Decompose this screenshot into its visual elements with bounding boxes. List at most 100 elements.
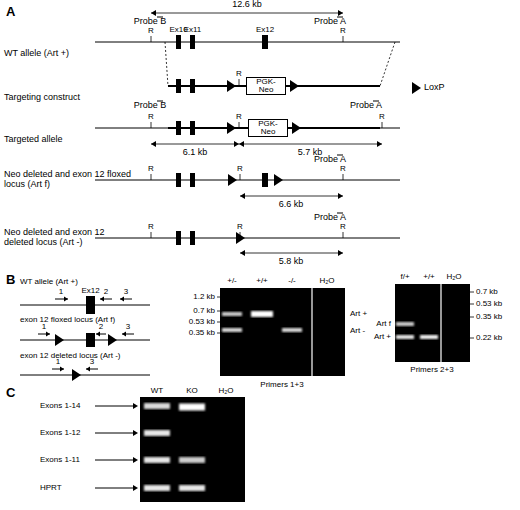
marker-tick (217, 311, 222, 312)
figure-label: 2 (104, 288, 108, 297)
figure-label: 0.35 kb (189, 329, 215, 338)
marker-tick (217, 322, 222, 323)
figure-label: HPRT (40, 484, 62, 493)
ecori-site-tick (151, 174, 152, 180)
arrow-head (96, 332, 100, 337)
arrow-head (234, 141, 239, 147)
arrow-head (151, 141, 156, 147)
cassette-label: PGK- Neo (254, 78, 278, 94)
figure-label: Art f (376, 320, 391, 329)
gel-band (251, 311, 273, 317)
loxp-triangle (227, 80, 236, 92)
arrow-head (86, 367, 90, 372)
ecori-site-tick (343, 36, 344, 42)
rt-pcr-gel (140, 397, 245, 502)
arrow-head (122, 332, 126, 337)
figure-label: KO (186, 387, 198, 396)
figure-label: +/+ (423, 273, 435, 282)
figure-label: Art + (350, 310, 367, 319)
figure-label: -/- (288, 277, 296, 286)
figure-label: +/- (227, 277, 237, 286)
figure-label: R (148, 165, 154, 174)
figure-label: Primers 1+3 (260, 381, 303, 390)
marker-tick (469, 317, 474, 318)
gel-band (179, 485, 205, 491)
figure-label: Probe B (134, 17, 167, 27)
figure-label: Neo deleted and exon 12 deleted locus (A… (4, 228, 132, 248)
genomic-line (95, 180, 400, 181)
cassette-label: PGK- Neo (256, 120, 280, 136)
arrow-head (100, 297, 104, 302)
arrow-head (133, 485, 138, 491)
dimension-line (240, 253, 343, 254)
figure-label: 0.7 kb (193, 307, 215, 316)
figure-label: LoxP (424, 83, 445, 93)
figure-label: 6.1 kb (183, 148, 208, 158)
figure-label: R (236, 113, 242, 122)
panel-letter: C (6, 386, 15, 400)
figure-label: +/+ (256, 277, 268, 286)
exon-box (262, 173, 268, 187)
figure-label: 3 (90, 358, 94, 367)
loxp-triangle (228, 174, 237, 186)
gel-band (144, 485, 170, 491)
neo-cassette-box: PGK- Neo (246, 77, 286, 95)
figure-label: WT allele (Art +) (20, 278, 78, 287)
figure-label: 1 (42, 323, 46, 332)
gel-band (222, 328, 242, 332)
exon-box: Ex12 (262, 35, 268, 49)
exon-box (86, 333, 95, 347)
ecori-site-tick (343, 174, 344, 180)
figure-label: Probe A (350, 101, 382, 111)
loxp-triangle (55, 334, 64, 346)
ecori-site-tick (239, 122, 240, 128)
loxp-triangle (274, 174, 283, 186)
gel-band (282, 328, 302, 332)
genomic-line (95, 238, 400, 239)
figure-label: R (236, 70, 242, 79)
figure-label: R (237, 223, 243, 232)
figure-label: H₂O (218, 387, 233, 396)
exon-box (190, 121, 195, 135)
gel-band (179, 457, 205, 463)
exon-label: Ex12 (81, 287, 99, 295)
figure-label: 1 (59, 288, 63, 297)
exon-box (176, 173, 181, 187)
figure-label: R (379, 113, 385, 122)
ecori-site-tick (151, 122, 152, 128)
ecori-site-tick (151, 36, 152, 42)
exon-box (190, 231, 195, 245)
figure-label: 2 (99, 323, 103, 332)
arrow-head (133, 430, 138, 436)
marker-tick (217, 297, 222, 298)
exon-box: Ex11 (190, 35, 195, 49)
gel-band (144, 430, 170, 436)
arrow-head (64, 297, 68, 302)
figure-label: R (237, 165, 243, 174)
exon-box (190, 79, 195, 93)
figure-label: 1 (56, 358, 60, 367)
figure-label: Exons 1-12 (40, 429, 80, 438)
figure-label: 3 (126, 323, 130, 332)
dimension-line (151, 13, 343, 14)
figure-label: 0.22 kb (476, 334, 502, 343)
locus-line (20, 375, 150, 376)
exon-box (190, 173, 195, 187)
figure-label: R (148, 27, 154, 36)
arrow-head (338, 10, 343, 16)
arrow-head (338, 193, 343, 199)
figure-label: Exons 1-11 (40, 456, 80, 465)
exon-box (176, 121, 181, 135)
figure-label: 0.7 kb (476, 288, 498, 297)
figure-label: 6.6 kb (279, 200, 304, 210)
agarose-gel (220, 288, 345, 376)
marker-tick (469, 338, 474, 339)
ecori-site-tick (240, 174, 241, 180)
arrow-head (133, 403, 138, 409)
figure-label: Art - (350, 327, 365, 336)
row-arrow (95, 406, 134, 407)
genomic-line (95, 42, 400, 43)
exon-box (176, 79, 181, 93)
dimension-line (240, 196, 343, 197)
figure-label: R (148, 223, 154, 232)
